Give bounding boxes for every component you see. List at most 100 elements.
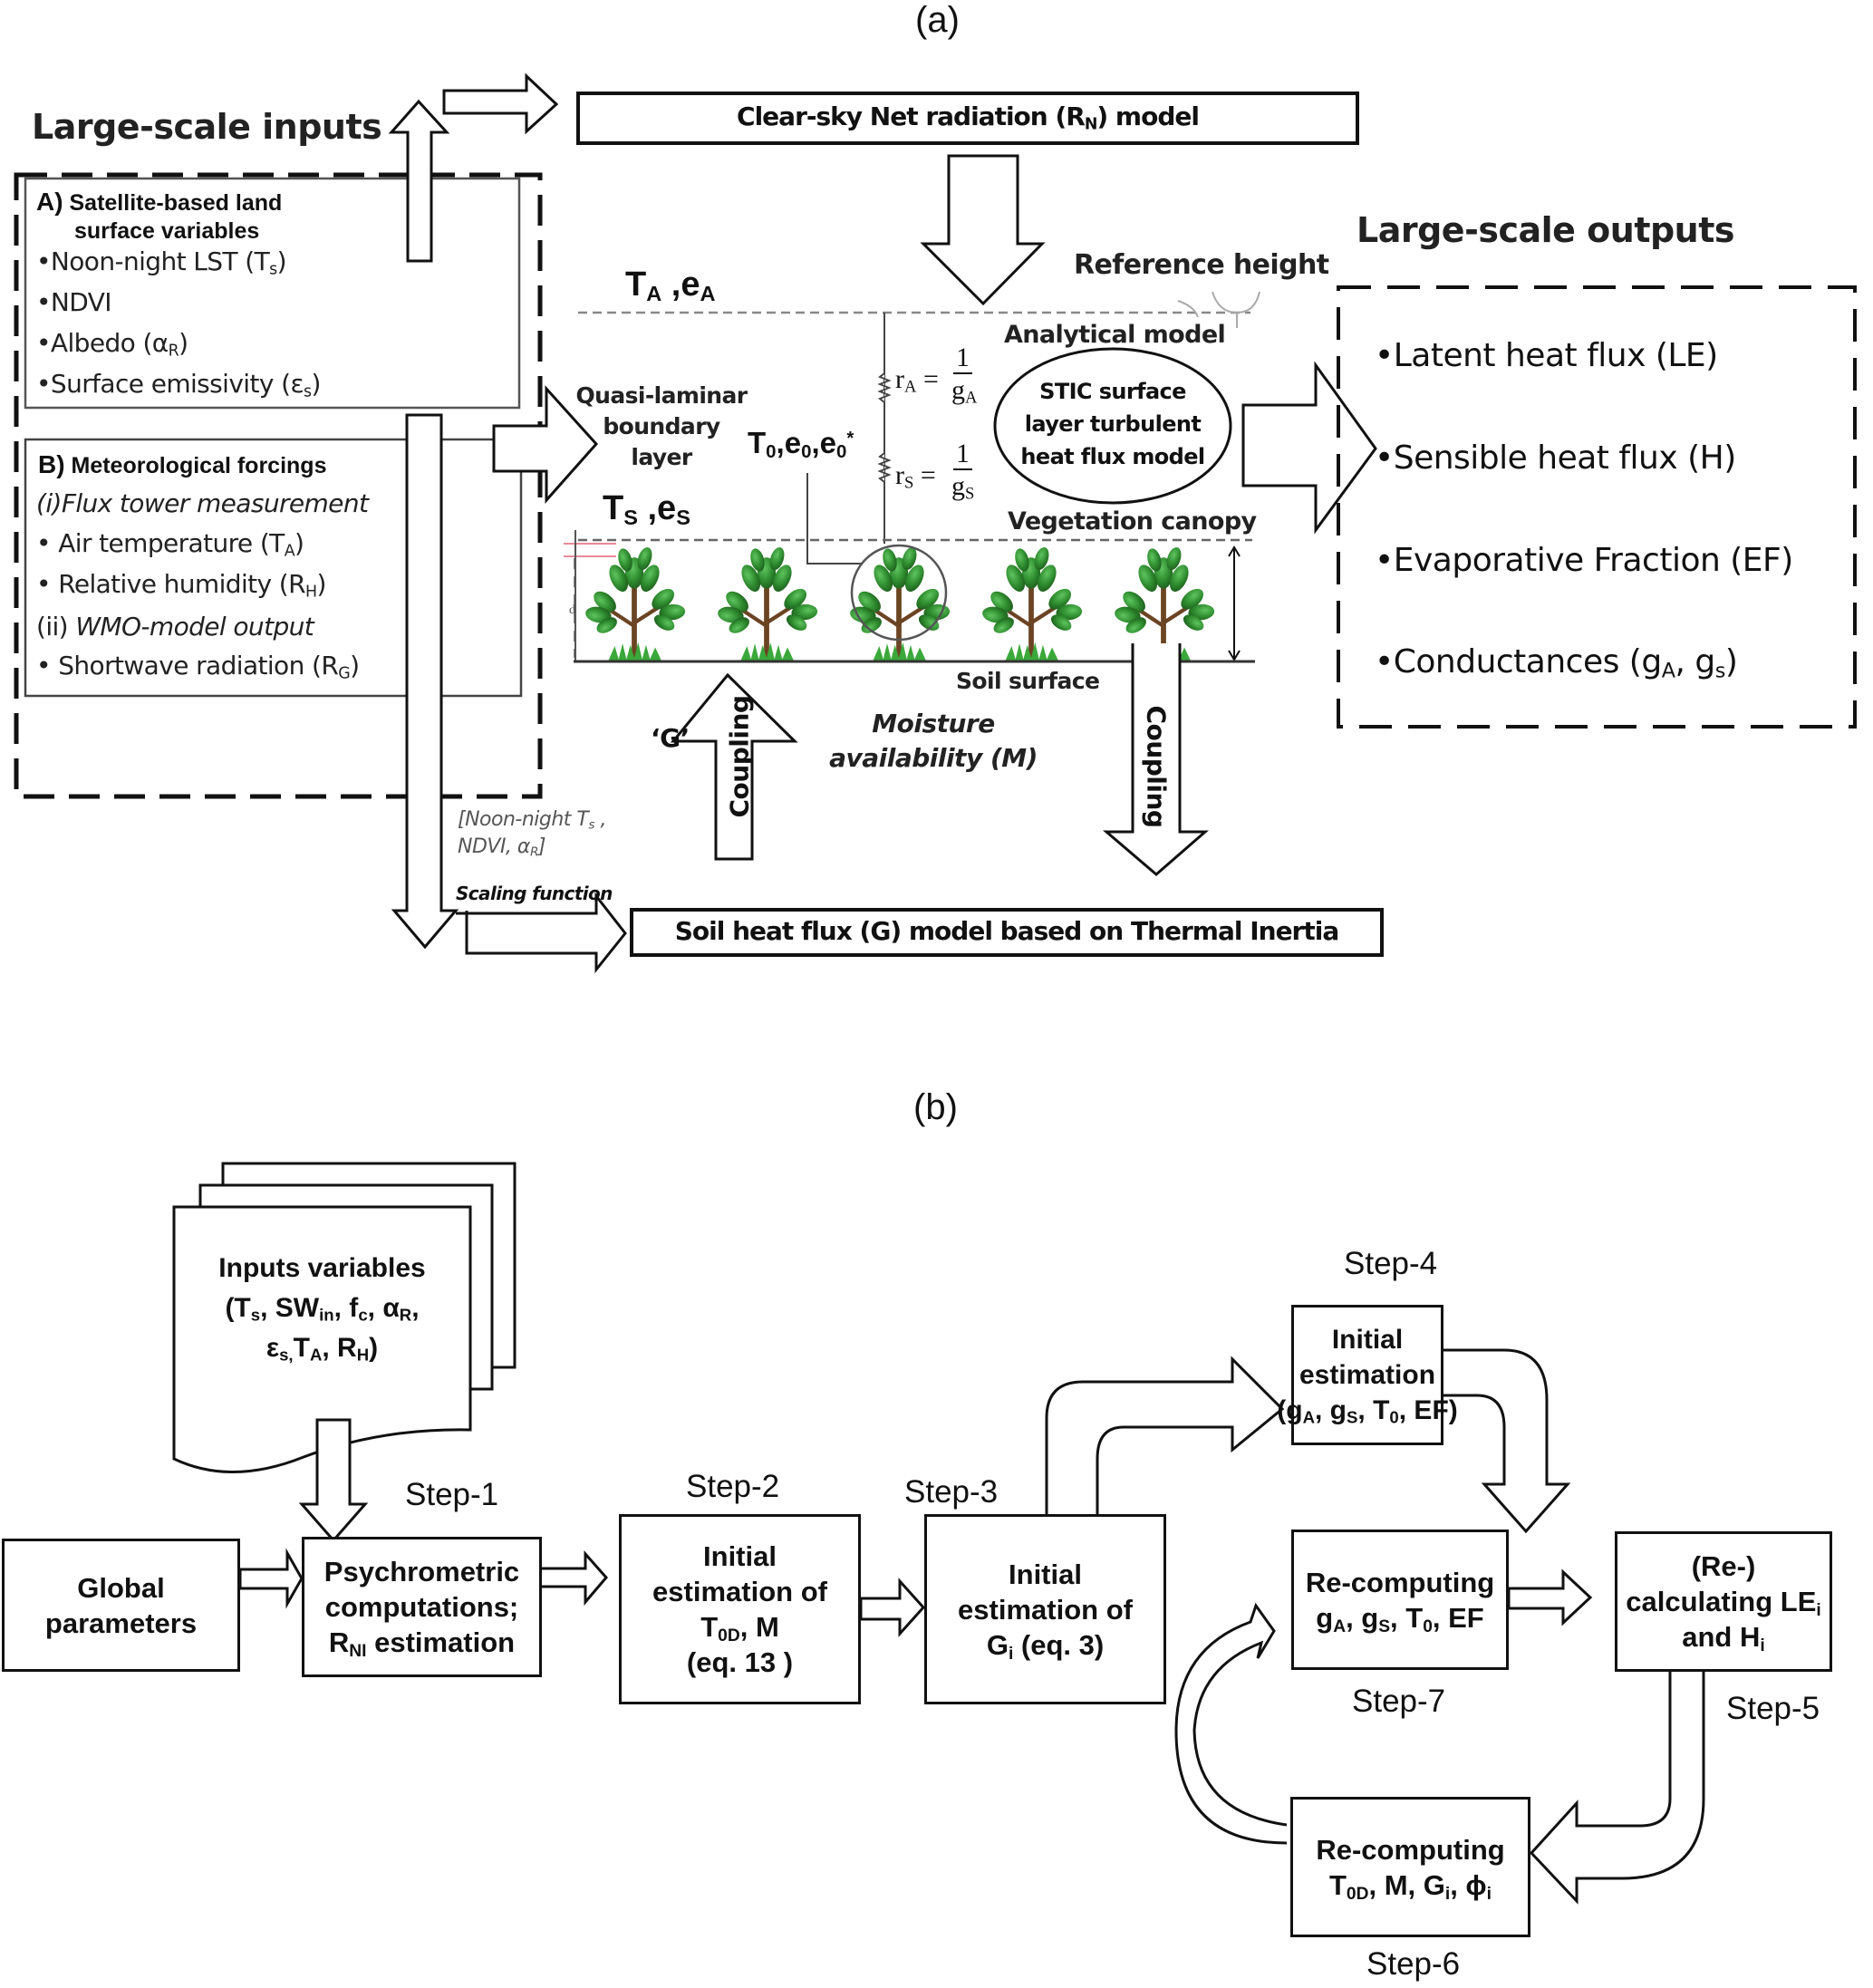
step-2-label: Step-2 [686,1469,780,1504]
down-arrow-icon [920,154,1046,306]
d-label: d [569,603,575,617]
ra-denominator: gA [951,375,978,408]
output-arrow-icon [1241,361,1377,535]
inputs-document-shape [172,1205,472,1473]
wmo-heading: (ii) WMO-model output [36,612,314,642]
section-b-box [24,438,523,698]
step-4-box: Initial estimation (gA, gS, T0, EF) [1277,1305,1458,1445]
soil-heat-label: Soil heat flux (G) model based on Therma… [674,916,1340,946]
arrow-step2-to-step3 [859,1578,926,1637]
vegetation-canopy-label: Vegetation canopy [1008,507,1257,536]
quasi-laminar-label: Quasi-laminar boundary layer [575,382,748,470]
flux-tower-item: • Air temperature (TA) [36,528,304,561]
section-a-title: A) Satellite-based land [36,188,283,217]
step-5-label: Step-5 [1726,1691,1820,1726]
step-4-label: Step-4 [1344,1246,1438,1281]
soil-heat-box [630,908,1384,957]
section-b-title: B) Meteorological forcings [38,450,327,479]
rs-denominator: gS [951,471,975,504]
ra-equation: rA = [895,364,939,397]
reference-symbol-icon [1177,291,1260,328]
quasi-laminar-arrow-icon [492,385,599,504]
arrow-step7-to-step5 [1507,1568,1593,1626]
step-7-label: Step-7 [1352,1684,1446,1719]
inputs-variables-line3: εs,TA, RH) [266,1333,379,1365]
soil-surface-label: Soil surface [956,668,1100,694]
scaling-inputs-note: [Noon-night Ts , NDVI, αR] [458,808,606,860]
step-5-box: (Re-) calculating LEi and Hi [1615,1531,1832,1672]
resistor-s-icon [877,452,892,483]
inputs-dashed-box [14,172,543,799]
rs-numerator: 1 [956,439,970,468]
bullet-icon: • [36,246,52,276]
reference-height-label: Reference height [1074,249,1329,281]
flux-tower-heading: (i)Flux tower measurement [36,488,369,518]
doc-down-arrow-icon [298,1418,369,1543]
section-a-title-line2: surface variables [74,218,260,244]
inputs-variables-line2: (Ts, SWin, fc, αR, [225,1293,420,1325]
step-7-box: Re-computing gA, gS, T0, EF [1291,1530,1509,1670]
scaling-arrow-icon [456,892,627,974]
trees-group [584,545,1215,661]
step-1-label: Step-1 [405,1477,499,1512]
ta-ea-label: TA ,eA [625,265,716,305]
ra-numerator: 1 [956,343,970,372]
arrow-step1-to-step2 [538,1550,608,1607]
highlight-circle [850,544,948,642]
moisture-availability-label: Moisture availability (M) [829,709,1038,773]
bullet-icon: • [36,328,52,358]
flux-tower-item: • Relative humidity (RH) [36,569,326,602]
tree-icon [717,545,818,661]
long-down-arrow-icon [391,413,459,950]
section-a-box [24,177,521,410]
stic-model-label: STIC surface layer turbulent heat flux m… [1020,379,1205,469]
net-radiation-box [576,92,1359,145]
bullet-icon: • [36,528,59,558]
scaling-function-label: Scaling function [456,883,613,904]
ts-es-label: TS ,eS [603,489,690,529]
output-latent-heat: •Latent heat flux (LE) [1375,337,1718,374]
tree-icon [981,545,1083,661]
arrow-step4-to-step5 [1443,1348,1571,1534]
bullet-icon: • [36,369,52,399]
arrow-global-to-step1 [238,1548,304,1609]
up-arrow-icon [388,99,450,263]
right-arrow-icon [442,72,559,135]
bullet-icon: • [36,651,59,680]
inputs-heading: Large-scale inputs [32,107,382,147]
g-label: ‘G’ [651,723,690,753]
panel-b-label: (b) [913,1087,958,1127]
satellite-variable-item: •Noon-night LST (Ts) [36,246,287,279]
outputs-heading: Large-scale outputs [1356,210,1735,250]
satellite-variable-item: •NDVI [36,287,112,317]
panel-a-label: (a) [915,0,960,40]
analytical-model-label: Analytical model [1004,321,1226,349]
step-3-label: Step-3 [904,1474,999,1510]
stic-ellipse [993,347,1232,505]
arrow-step5-to-step6 [1529,1671,1705,1905]
coupling-up-label: Coupling [724,695,755,818]
inputs-variables-label: Inputs variables (Ts, SWin, fc, αR, εs,T… [174,1249,470,1368]
output-evaporative-fraction: •Evaporative Fraction (EF) [1375,542,1793,579]
tree-icon [584,545,686,661]
step-6-label: Step-6 [1366,1946,1461,1982]
resistor-a-icon [877,372,892,403]
bullet-icon: • [36,287,52,317]
coupling-up-arrow-icon [670,672,798,861]
t0-e0-label: T0,e0,e0* [748,426,854,463]
step-3-box: Initial estimation of Gi (eq. 3) [924,1514,1166,1704]
satellite-variable-item: •Albedo (αR) [36,328,188,361]
arrow-step3-to-step4 [1045,1356,1285,1531]
output-sensible-heat: •Sensible heat flux (H) [1375,439,1736,477]
step-2-box: Initial estimation of T0D, M (eq. 13 ) [619,1514,861,1704]
global-parameters-box: Global parameters [2,1539,240,1672]
coupling-down-label: Coupling [1141,705,1172,828]
coupling-down-arrow-icon [1102,643,1210,876]
step-6-box: Re-computing T0D, M, Gi, ϕi [1290,1797,1530,1937]
output-conductances: •Conductances (gA, gs) [1375,643,1738,683]
satellite-variable-item: •Surface emissivity (εs) [36,369,321,401]
outputs-dashed-box [1337,285,1857,729]
bullet-icon: • [36,569,59,599]
